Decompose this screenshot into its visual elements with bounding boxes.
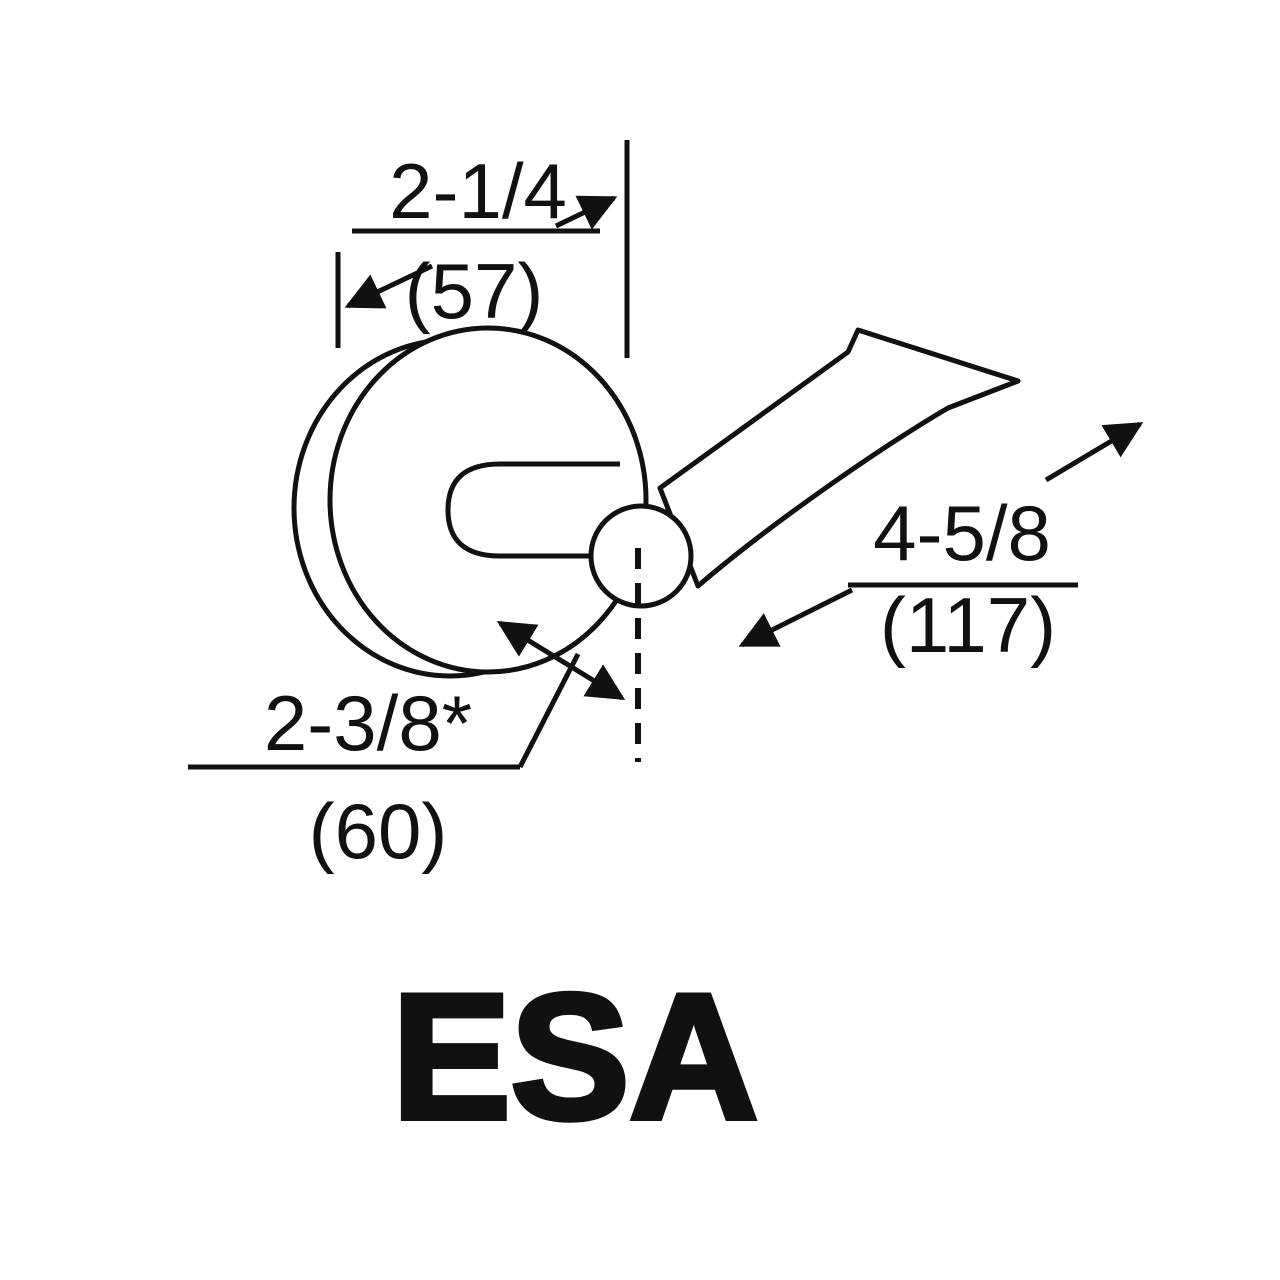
dim-right-inches-label: 4-5/8 — [873, 489, 1051, 577]
dim-top-inches-label: 2-1/4 — [389, 147, 567, 235]
dim-top-arrow-right — [554, 195, 618, 230]
dim-bottom-double-arrow — [496, 620, 626, 701]
dim-right-mm-label: (117) — [880, 581, 1056, 669]
dim-top-arrow-left — [344, 263, 434, 309]
lever-blade — [657, 327, 1021, 589]
dim-bottom-mm-label: (60) — [309, 787, 448, 875]
dim-bottom-leader — [517, 652, 581, 769]
style-title: ESA — [392, 957, 758, 1156]
dim-top-mm-label: (57) — [405, 247, 544, 335]
dim-right-arrow-upper — [1044, 421, 1144, 483]
lever-hub — [445, 461, 620, 559]
dim-bottom-inches-label: 2-3/8* — [264, 679, 472, 767]
dim-right-arrow-lower — [738, 587, 854, 648]
